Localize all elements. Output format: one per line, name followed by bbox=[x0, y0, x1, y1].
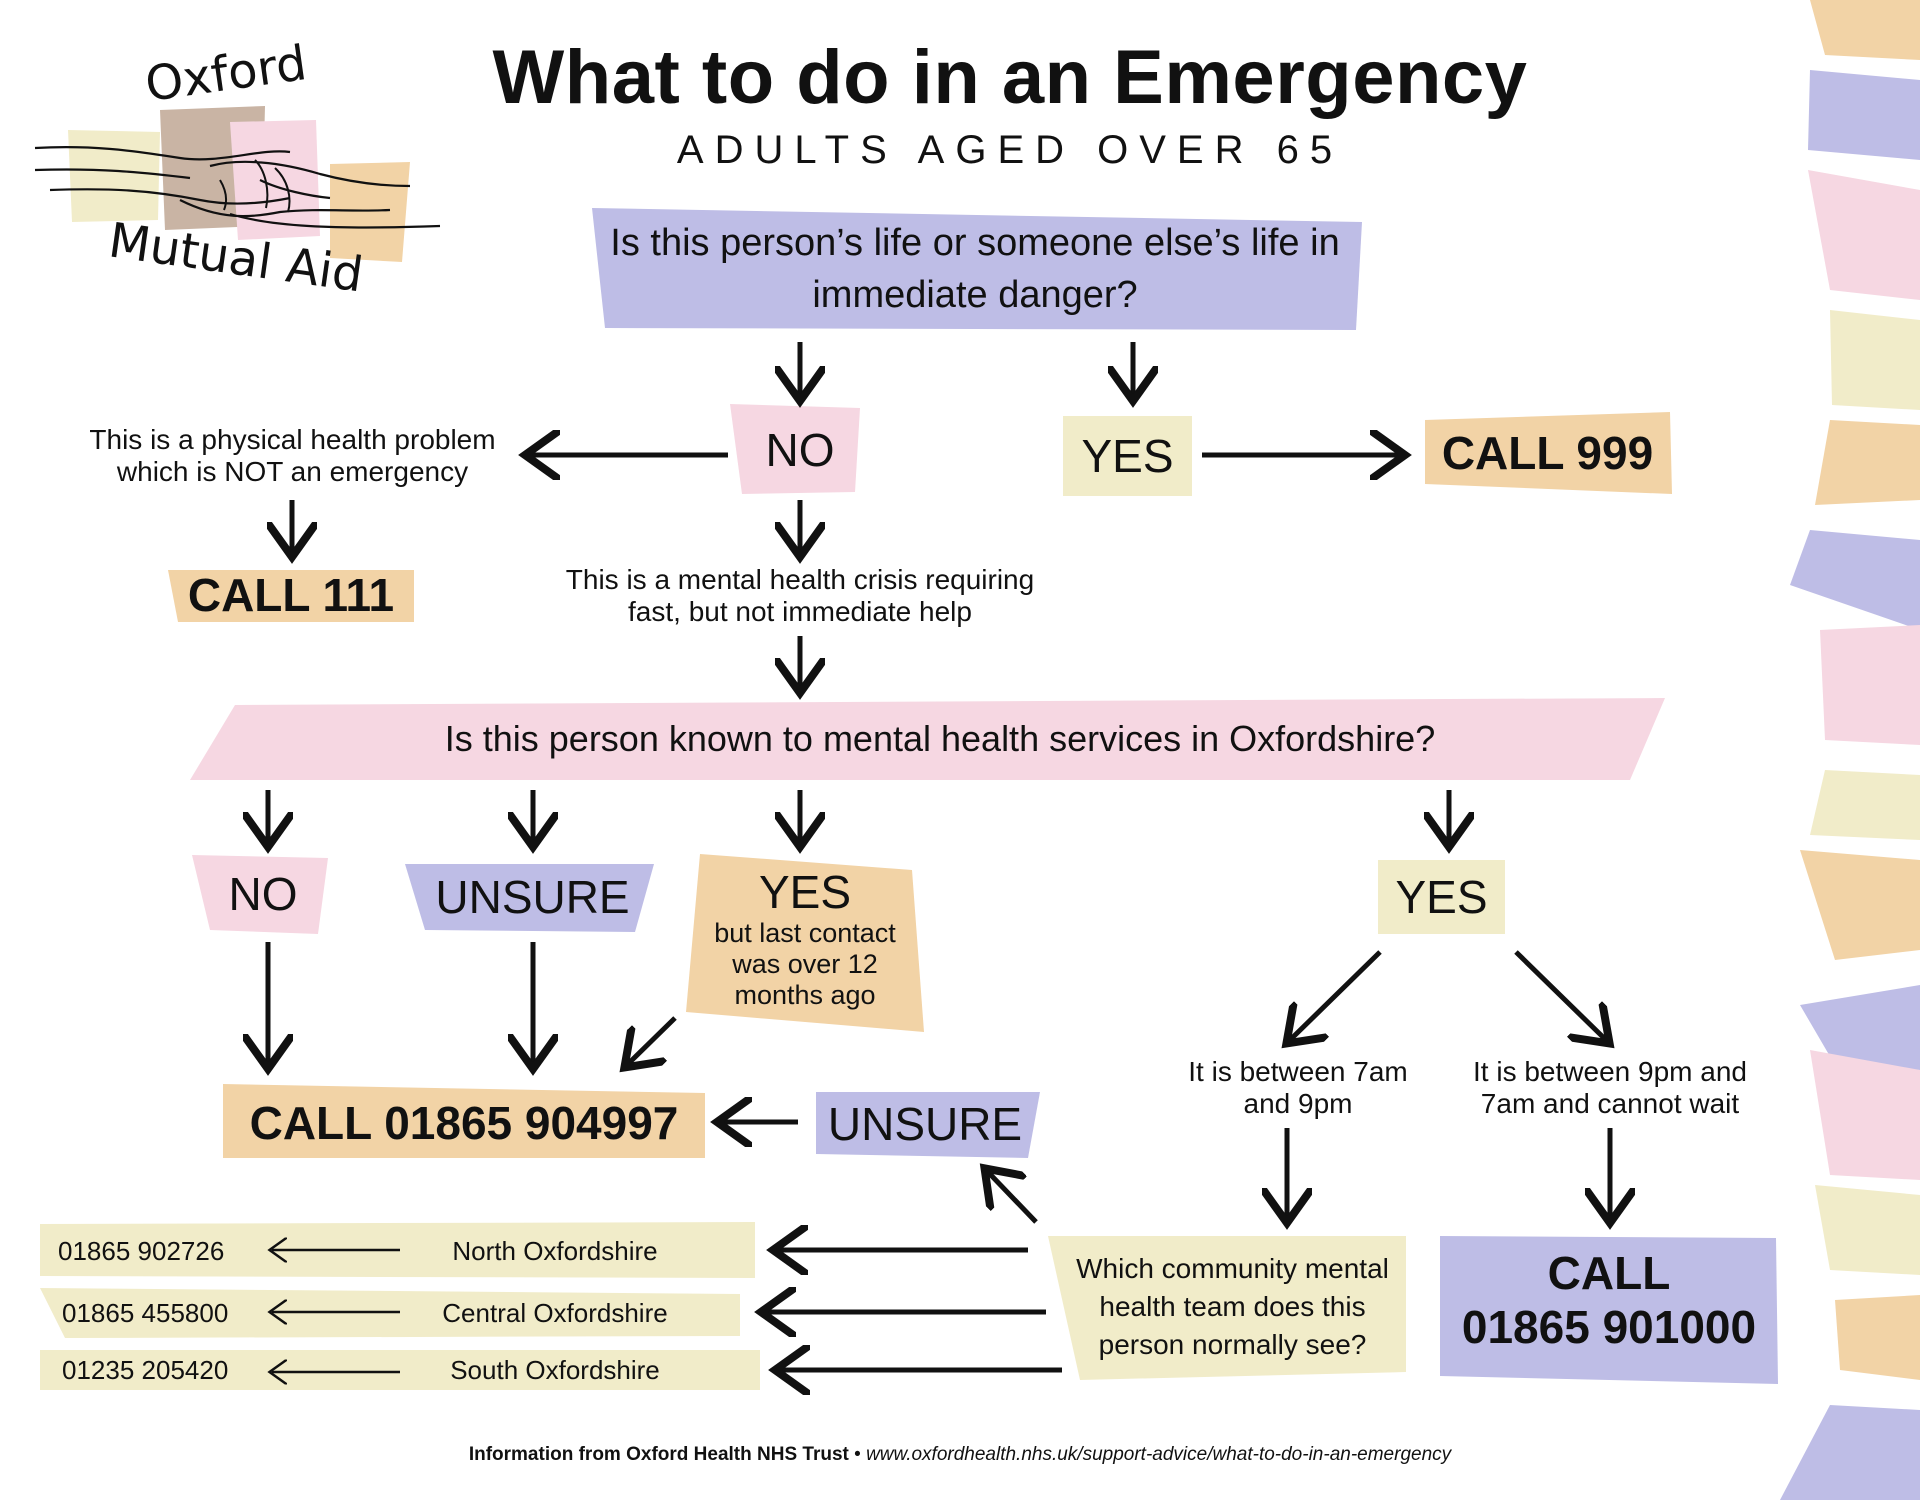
yes-old-box bbox=[686, 854, 924, 1032]
call999-box bbox=[1425, 412, 1672, 494]
yes1-box bbox=[1063, 416, 1192, 496]
page-title: What to do in an Emergency bbox=[492, 35, 1528, 120]
q1-box bbox=[592, 208, 1362, 330]
nighttime-text: It is between 9pm and 7am and cannot wai… bbox=[1473, 1056, 1747, 1119]
arrow-yes-day bbox=[1290, 950, 1382, 1040]
question-known-to-services: Is this person known to mental health se… bbox=[444, 718, 1436, 759]
call-999-label: CALL 999 bbox=[1441, 427, 1654, 479]
team-north-area: North Oxfordshire bbox=[452, 1235, 658, 1266]
footer-source: Information from Oxford Health NHS Trust… bbox=[0, 1444, 1920, 1466]
yes2-box bbox=[1378, 860, 1505, 934]
call-night-label: CALL bbox=[1547, 1247, 1671, 1299]
call-main-box bbox=[223, 1084, 705, 1158]
call-mental-health-line: CALL 01865 904997 bbox=[249, 1097, 679, 1149]
answer-yes-lapsed-detail: but last contact was over 12 months ago bbox=[714, 918, 896, 1010]
call-night-number: 01865 901000 bbox=[1461, 1301, 1757, 1353]
footer-source-label: Information from Oxford Health NHS Trust bbox=[468, 1444, 849, 1465]
call-111-label: CALL 111 bbox=[187, 569, 395, 621]
arrow-yes-night bbox=[1514, 950, 1606, 1040]
unsure3-box bbox=[816, 1092, 1040, 1158]
mental-health-crisis-text: This is a mental health crisis requiring… bbox=[565, 564, 1035, 627]
which-team-box bbox=[1048, 1236, 1406, 1380]
team-north-phone: 01865 902726 bbox=[58, 1235, 225, 1266]
no2-box bbox=[192, 855, 328, 934]
arrow-team-unsure bbox=[988, 1172, 1038, 1224]
call-night-line: CALL 01865 901000 bbox=[1440, 1246, 1778, 1376]
team-south-phone: 01235 205420 bbox=[62, 1354, 229, 1385]
team-central-area: Central Oxfordshire bbox=[442, 1297, 668, 1328]
unsure2-box bbox=[405, 864, 654, 932]
call111-box bbox=[168, 570, 414, 622]
team-row-south bbox=[40, 1350, 760, 1390]
answer-no-known: NO bbox=[228, 868, 298, 920]
call-night-box bbox=[1440, 1236, 1778, 1384]
no1-box bbox=[730, 404, 860, 494]
which-team-question: Which community mental health team does … bbox=[1076, 1253, 1389, 1360]
physical-problem-text: This is a physical health problem which … bbox=[89, 424, 496, 487]
logo: Oxford Mutual Aid bbox=[30, 35, 450, 320]
team-south-area: South Oxfordshire bbox=[450, 1354, 660, 1385]
answer-unsure-team: UNSURE bbox=[827, 1098, 1023, 1150]
answer-yes-danger: YES bbox=[1081, 430, 1174, 482]
q2-box bbox=[190, 698, 1665, 780]
daytime-text: It is between 7am and 9pm bbox=[1188, 1056, 1408, 1119]
logo-hands-icon bbox=[34, 106, 441, 262]
question-immediate-danger: Is this person’s life or someone else’s … bbox=[610, 222, 1340, 316]
answer-yes-lapsed: YES but last contact was over 12 months … bbox=[690, 866, 920, 1016]
answer-no-danger: NO bbox=[765, 424, 835, 476]
arrow-yes-old-call bbox=[628, 1016, 677, 1064]
footer-separator: • bbox=[848, 1444, 867, 1465]
answer-yes-known: YES bbox=[1395, 871, 1488, 923]
footer-url[interactable]: www.oxfordhealth.nhs.uk/support-advice/w… bbox=[866, 1444, 1452, 1465]
page-subtitle: ADULTS AGED OVER 65 bbox=[676, 128, 1344, 172]
team-central-phone: 01865 455800 bbox=[62, 1297, 229, 1328]
answer-unsure-known: UNSURE bbox=[435, 871, 630, 923]
answer-yes-lapsed-label: YES bbox=[758, 866, 852, 918]
